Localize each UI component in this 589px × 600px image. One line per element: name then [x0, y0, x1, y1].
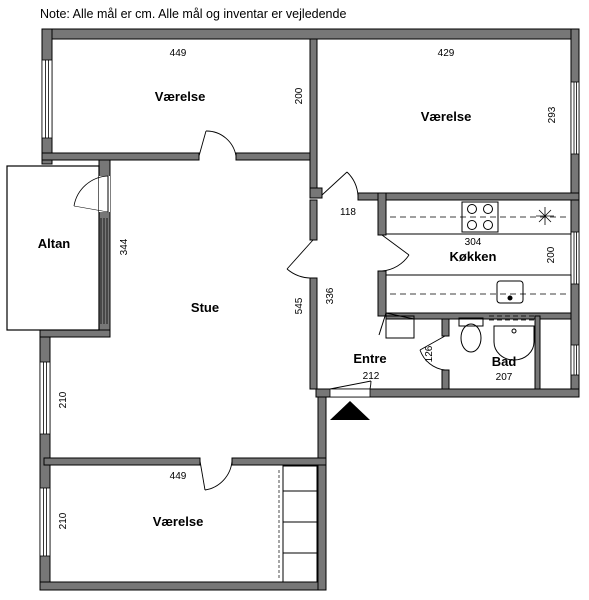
dim-bad-depth: 126: [424, 345, 435, 362]
plan-note: Note: Alle mål er cm. Alle mål og invent…: [40, 7, 347, 21]
windows: [39, 59, 580, 557]
doors: [198, 130, 446, 491]
dim-vaerelse-top-left-depth: 200: [294, 87, 305, 104]
room-label-koekken: Køkken: [450, 249, 497, 264]
dim-vaerelse-top-right-depth: 293: [547, 106, 558, 123]
wardrobe: [278, 465, 318, 583]
ventilation-icon: [536, 207, 554, 225]
dim-vaerelse-top-left-width: 449: [170, 48, 187, 59]
dim-vaerelse-bottom-depth: 210: [58, 512, 69, 529]
dim-entre-width: 212: [363, 371, 380, 382]
room-label-altan: Altan: [38, 236, 71, 251]
room-label-stue: Stue: [191, 300, 219, 315]
dim-bad-width: 207: [496, 372, 513, 383]
room-label-bad: Bad: [492, 354, 517, 369]
dim-vaerelse-top-right-width: 429: [438, 48, 455, 59]
kitchen-counters: [378, 199, 572, 339]
dim-vaerelse-bottom-width: 449: [170, 471, 187, 482]
room-label-entre: Entre: [353, 351, 386, 366]
dim-koekken-depth: 200: [546, 246, 557, 263]
bathroom-fixtures: [458, 315, 535, 361]
entrance-door: [329, 388, 371, 398]
dim-hall-width: 118: [340, 207, 356, 218]
room-label-vaerelse-top-left: Værelse: [155, 89, 206, 104]
dim-hall-depth: 336: [325, 287, 336, 304]
dim-altan-depth: 344: [119, 238, 130, 255]
altan-balcony: [6, 165, 110, 331]
dim-stue-window: 210: [58, 391, 69, 408]
room-label-vaerelse-top-right: Værelse: [421, 109, 472, 124]
room-label-vaerelse-bottom: Værelse: [153, 514, 204, 529]
entrance-arrow-icon: [330, 401, 370, 420]
dim-stue-depth: 545: [294, 297, 305, 314]
dim-koekken-width: 304: [465, 237, 482, 248]
